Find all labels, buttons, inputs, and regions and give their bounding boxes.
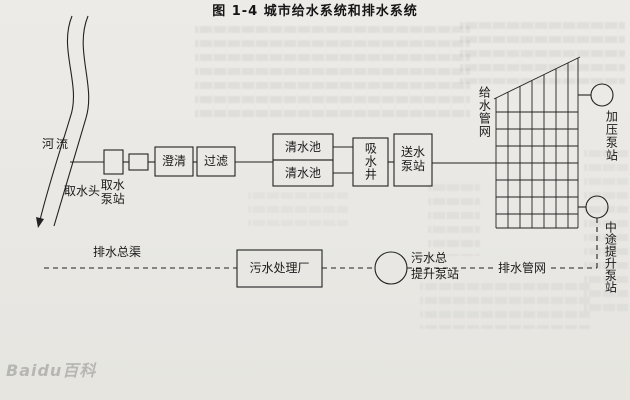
supply-network-grid (493, 56, 581, 229)
clear-water-tank-label: 清水池 (284, 165, 321, 180)
river-lines (39, 15, 90, 227)
drainage-network-label: 排水管网 (496, 261, 548, 276)
supply-pipe-lines (70, 94, 591, 208)
river-label: 河流 (42, 137, 71, 151)
intake-pump-station-label: 取水泵站 (100, 178, 125, 206)
supply-network-label: 给水管网 (477, 86, 492, 138)
delivery-pump-station-label: 送水泵站 (394, 134, 432, 186)
sewage-treatment-plant-label: 污水处理厂 (249, 261, 310, 276)
sewage-lift-pump-station-label: 污水总 提升泵站 (411, 250, 459, 282)
clear-water-tank-label: 清水池 (284, 139, 321, 154)
filtration-label: 过滤 (203, 154, 228, 169)
delivery-pump-station-text: 送水泵站 (400, 145, 425, 173)
intake-head-label: 取水头 (64, 184, 101, 198)
river-flow-arrow-icon (36, 217, 44, 228)
sewage-lift-pump-circle (374, 251, 408, 285)
watermark: Baidu百科 (6, 361, 97, 380)
figure-caption: 图 1-4 城市给水系统和排水系统 (212, 4, 418, 19)
clarification-label: 澄清 (161, 154, 186, 169)
sewage-lift-pump-line2: 提升泵站 (411, 267, 460, 281)
booster-pump-station-label: 加压泵站 (604, 110, 619, 162)
sewage-lift-pump-line1: 污水总 (411, 251, 448, 265)
booster-pump-circle (590, 83, 614, 107)
suction-well-label: 吸水井 (363, 142, 378, 181)
pump-station-circles (374, 83, 614, 285)
main-drainage-channel-label: 排水总渠 (93, 245, 142, 259)
midway-lift-pump-circle (585, 195, 609, 219)
midway-lift-pump-station-label: 中途提升泵站 (603, 221, 618, 293)
